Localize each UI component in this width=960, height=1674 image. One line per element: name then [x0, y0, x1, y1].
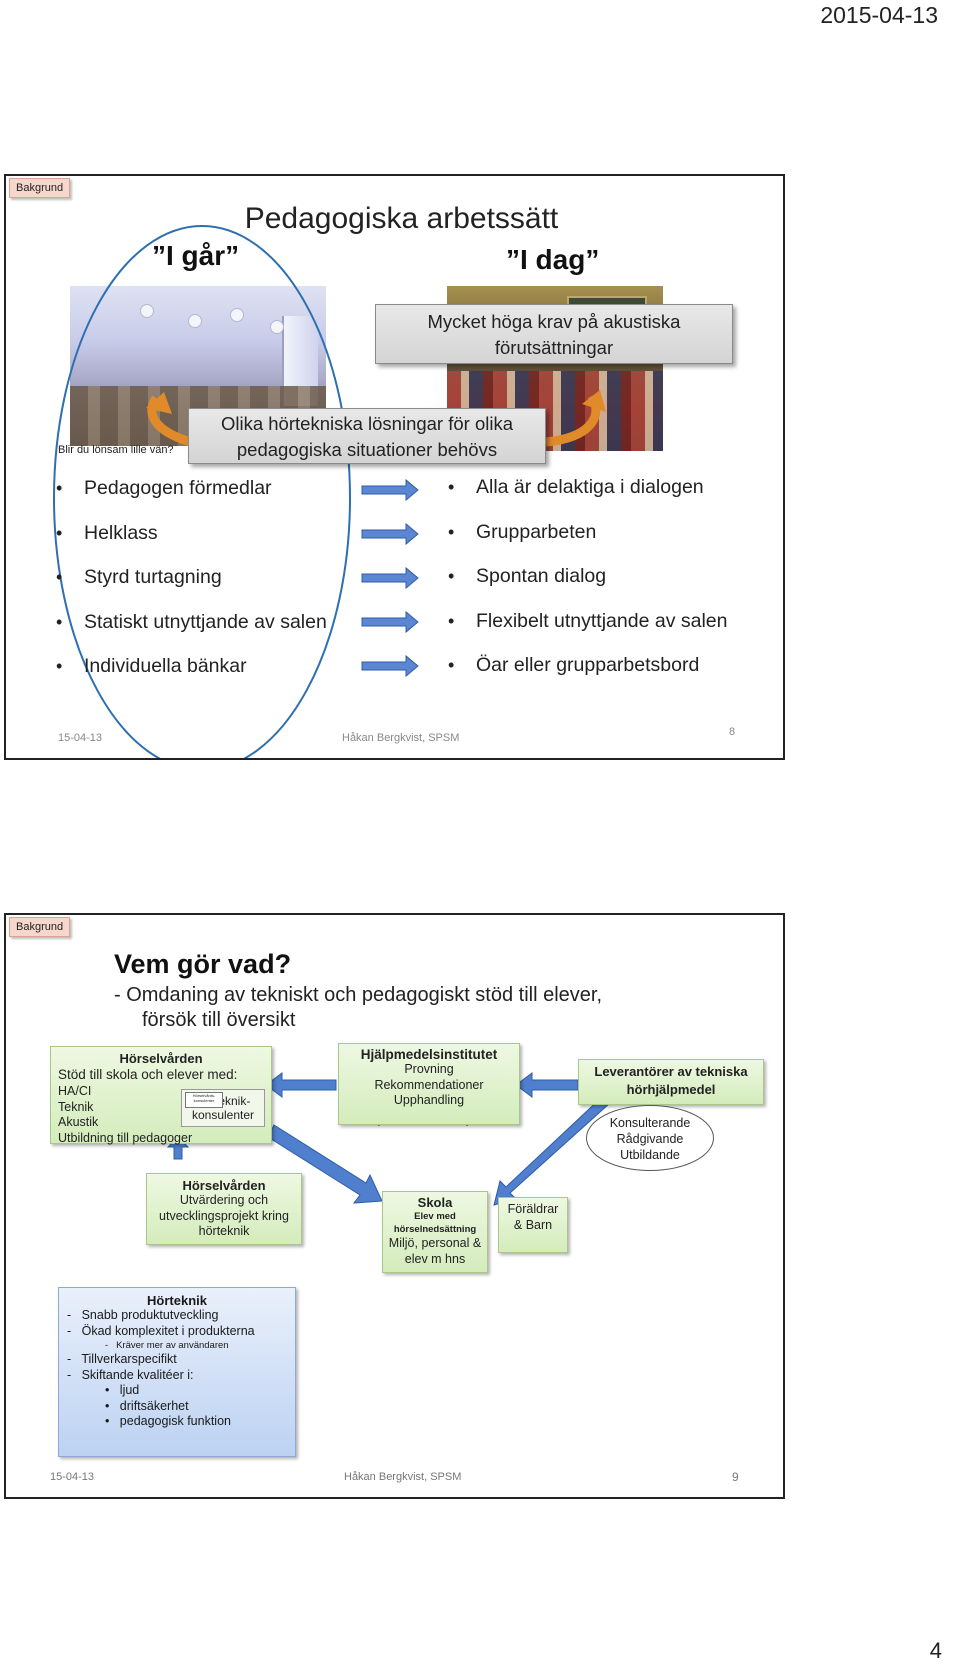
curved-arrow-left-head-icon: [146, 392, 172, 414]
mini-label: Hörselvårds-konsulenter: [192, 1093, 216, 1103]
callout-solutions-needed: Olika hörtekniska lösningar för olika pe…: [188, 408, 546, 464]
horteknik-konsulenter-box: Hörteknik-konsulenter: [181, 1089, 265, 1127]
bullet-text: ljud: [119, 1383, 140, 1397]
arrow-icon-4: [361, 610, 419, 634]
arrow-icon-leverantor-to-hjalpmedel: [515, 1072, 579, 1098]
horteknik-bullet: • pedagogisk funktion: [105, 1414, 231, 1428]
section-tag: Bakgrund: [9, 917, 71, 937]
list-item: Helklass: [52, 521, 352, 566]
footer-page-number: 9: [732, 1470, 739, 1484]
bullet-text: driftsäkerhet: [119, 1398, 189, 1413]
arrow-icon-1: [361, 478, 419, 502]
skola-title: Skola: [417, 1195, 453, 1210]
leverantorer-roles-ellipse: Konsulterande Rådgivande Utbildande: [586, 1105, 714, 1171]
role-item: Rådgivande: [616, 1132, 684, 1146]
horselvards-konsulenter-mini: Hörselvårds-konsulenter: [185, 1092, 223, 1108]
section-tag: Bakgrund: [9, 178, 71, 198]
list-item: Spontan dialog: [444, 564, 764, 609]
page-number: 4: [929, 1638, 942, 1663]
skola-box: Skola Elev med hörselnedsättning Miljö, …: [382, 1191, 488, 1273]
hjalpmedel-title: Hjälpmedelsinstitutet: [360, 1047, 498, 1062]
horteknik-item: - Skiftande kvalitéer i:: [67, 1367, 194, 1382]
horselvarden-item: Teknik: [58, 1099, 94, 1114]
item-text: Snabb produktutveckling: [81, 1308, 219, 1322]
skola-subtitle: Elev med hörselnedsättning: [393, 1211, 477, 1235]
arrow-icon-hjalpmedel-to-horselvarden: [265, 1072, 337, 1098]
arrow-icon-3: [361, 566, 419, 590]
subtitle-line-1: - Omdaning av tekniskt och pedagogiskt s…: [114, 984, 603, 1006]
callout-acoustic-demands: Mycket höga krav på akustiska förutsättn…: [375, 304, 733, 364]
footer-date: 15-04-13: [58, 732, 103, 744]
foraldrar-text: Föräldrar & Barn: [507, 1202, 559, 1232]
slide-title: Vem gör vad?: [114, 949, 292, 979]
horteknik-item: - Snabb produktutveckling: [67, 1308, 219, 1322]
curved-arrow-right-head-icon: [582, 390, 606, 412]
foraldrar-box: Föräldrar & Barn: [498, 1197, 568, 1253]
hjalpmedel-item: Rekommendationer: [374, 1077, 484, 1092]
horteknik-title: Hörteknik: [147, 1293, 207, 1308]
role-item: Konsulterande: [609, 1116, 691, 1130]
horteknik-item: - Ökad komplexitet i produkterna: [67, 1323, 255, 1338]
horteknik-item: - Tillverkarspecifikt: [67, 1352, 177, 1366]
image-caption: Blir du lönsam lille vän?: [58, 444, 174, 456]
arrow-icon-5: [361, 654, 419, 678]
list-item: Pedagogen förmedlar: [52, 476, 352, 521]
horteknik-subitem: - Kräver mer av användaren: [105, 1340, 229, 1351]
list-item: Styrd turtagning: [52, 565, 352, 610]
horselvarden-title: Hörselvården: [119, 1051, 203, 1066]
list-item: Flexibelt utnyttjande av salen: [444, 609, 764, 654]
bullet-text: pedagogisk funktion: [119, 1414, 231, 1428]
footer-author: Håkan Bergkvist, SPSM: [342, 732, 460, 744]
comparison-arrows: [361, 478, 419, 678]
leverantorer-title: Leverantörer av tekniska hörhjälpmedel: [594, 1064, 748, 1097]
hjalpmedel-item: Provning: [404, 1062, 454, 1076]
past-practices-list: Pedagogen förmedlar Helklass Styrd turta…: [52, 476, 352, 699]
past-label: ”I går”: [152, 240, 240, 271]
footer-author: Håkan Bergkvist, SPSM: [344, 1471, 462, 1483]
role-item: Utbildande: [620, 1148, 680, 1162]
horteknik-bullet: • ljud: [105, 1383, 140, 1397]
subtitle-line-2: försök till översikt: [142, 1009, 296, 1031]
slide-subtitle: - Omdaning av tekniskt och pedagogiskt s…: [114, 983, 602, 1033]
skola-text: Miljö, personal & elev m hns: [388, 1236, 482, 1266]
arrow-icon-2: [361, 522, 419, 546]
horteknik-box: Hörteknik - Snabb produktutveckling - Ök…: [58, 1287, 296, 1457]
list-item: Alla är delaktiga i dialogen: [444, 475, 764, 520]
list-item: Individuella bänkar: [52, 654, 352, 699]
hjalpmedel-item: Upphandling: [393, 1093, 465, 1107]
horselvarden2-text: Utvärdering och utvecklingsprojekt kring…: [159, 1193, 289, 1238]
subitem-text: Kräver mer av användaren: [116, 1340, 229, 1351]
horselvarden-item: Akustik: [58, 1115, 99, 1129]
horselvarden-item: HA/CI: [58, 1084, 92, 1098]
list-item: Statiskt utnyttjande av salen: [52, 610, 352, 655]
horselvarden-item: Utbildning till pedagoger: [58, 1130, 193, 1145]
present-label: ”I dag”: [506, 244, 600, 275]
horselvarden-intro: Stöd till skola och elever med:: [58, 1067, 238, 1082]
slide-vem-gor-vad: Bakgrund Vem gör vad? - Omdaning av tekn…: [4, 913, 785, 1499]
arrow-icon-horselvarden-to-skola: [267, 1124, 383, 1204]
footer-page-number: 8: [729, 726, 736, 738]
item-text: Tillverkarspecifikt: [81, 1352, 177, 1366]
slide-pedagogiska-arbetssatt: Bakgrund Pedagogiska arbetssätt ”I går” …: [4, 174, 785, 760]
list-item: Grupparbeten: [444, 520, 764, 565]
list-item: Öar eller grupparbetsbord: [444, 653, 764, 698]
item-text: Ökad komplexitet i produkterna: [81, 1323, 255, 1338]
horselvarden-box: Hörselvården Stöd till skola och elever …: [50, 1046, 272, 1145]
present-practices-list: Alla är delaktiga i dialogen Grupparbete…: [444, 475, 764, 698]
footer-date: 15-04-13: [50, 1471, 95, 1483]
leverantorer-box: Leverantörer av tekniska hörhjälpmedel: [578, 1059, 764, 1105]
page-date: 2015-04-13: [820, 2, 938, 28]
horselvarden2-title: Hörselvården: [182, 1178, 266, 1193]
horselvarden-utvardering-box: Hörselvården Utvärdering och utvecklings…: [146, 1173, 302, 1245]
slide-title: Pedagogiska arbetssätt: [244, 202, 559, 235]
horteknik-bullet: • driftsäkerhet: [105, 1398, 189, 1413]
hjalpmedelsinstitutet-box: Hjälpmedelsinstitutet Provning Rekommend…: [338, 1043, 520, 1125]
item-text: Skiftande kvalitéer i:: [81, 1367, 194, 1382]
